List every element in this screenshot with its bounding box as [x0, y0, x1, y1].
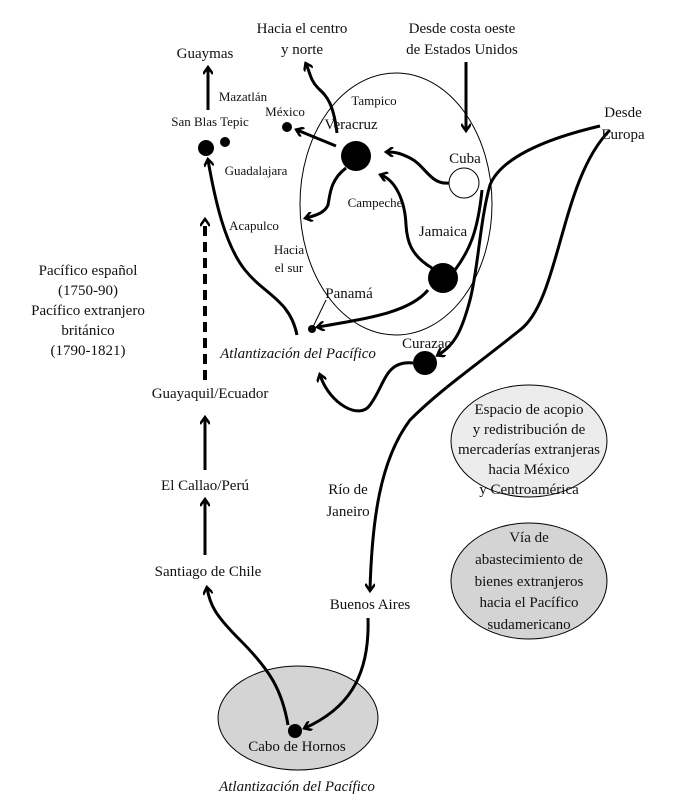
route-cuba-veracruz: [387, 152, 450, 185]
label-panama: Panamá: [325, 286, 373, 302]
label-pacifico-3: Pacífico extranjero: [31, 303, 145, 319]
label-rio-1: Río de: [328, 482, 368, 498]
route-veracruz-campeche: [306, 166, 347, 218]
route-europa-curazao: [438, 124, 601, 355]
route-jamaica-veracruz: [381, 175, 433, 270]
route-veracruz-norte: [306, 64, 339, 134]
label-pacifico-5: (1790-1821): [51, 343, 126, 359]
route-curazao-atlantizacion: [320, 361, 414, 413]
label-hacia-sur-2: el sur: [275, 260, 304, 275]
route-buenos-aires-cabo: [305, 617, 370, 728]
label-mazatlan: Mazatlán: [219, 89, 268, 104]
label-mexico: México: [265, 104, 305, 119]
cuba-circle: [448, 167, 480, 199]
label-campeche: Campeche: [348, 195, 403, 210]
label-callao: El Callao/Perú: [161, 478, 249, 494]
label-buenos-aires: Buenos Aires: [330, 597, 411, 613]
legend-via-4: hacia el Pacífico: [479, 595, 578, 611]
label-veracruz: Veracruz: [324, 117, 378, 133]
cabo-dot: [288, 724, 302, 738]
label-cabo: Cabo de Hornos: [248, 739, 346, 755]
label-rio-2: Janeiro: [326, 504, 369, 520]
label-jamaica: Jamaica: [419, 224, 468, 240]
label-hacia-centro-1: Hacia el centro: [257, 21, 348, 37]
route-veracruz-mexico: [297, 130, 337, 148]
label-pacifico-4: británico: [61, 323, 114, 339]
label-curazao: Curazao: [402, 336, 452, 352]
legend-via-3: bienes extranjeros: [475, 574, 584, 590]
label-san-blas-tepic: San Blas Tepic: [171, 114, 249, 129]
panama-leader-line: [311, 299, 327, 330]
cabo-hornos-ellipse: [217, 665, 379, 771]
route-atlantizacion-guadalajara: [208, 160, 299, 336]
legend-acopio-4: hacia México: [488, 462, 569, 478]
label-pacifico-1: Pacífico español: [39, 263, 138, 279]
legend-acopio-2: y redistribución de: [473, 422, 586, 438]
label-desde-europa-2: Europa: [601, 127, 645, 143]
jamaica-dot: [428, 263, 458, 293]
label-guadalajara: Guadalajara: [225, 163, 288, 178]
legend-via-1: Vía de: [509, 530, 549, 546]
label-desde-europa-1: Desde: [604, 105, 642, 121]
label-cuba: Cuba: [449, 151, 481, 167]
legend-acopio-1: Espacio de acopio: [474, 402, 583, 418]
label-desde-costa-1: Desde costa oeste: [409, 21, 516, 37]
route-jamaica-panama: [318, 289, 430, 327]
legend-via-2: abastecimiento de: [475, 552, 583, 568]
route-cabo-santiago: [207, 588, 290, 726]
label-hacia-centro-2: y norte: [281, 42, 323, 58]
label-atlantizacion-2: Atlantización del Pacífico: [218, 779, 375, 795]
label-santiago: Santiago de Chile: [155, 564, 262, 580]
label-acapulco: Acapulco: [229, 218, 279, 233]
curazao-dot: [413, 351, 437, 375]
label-guaymas: Guaymas: [177, 46, 234, 62]
caribbean-region-ellipse: [299, 72, 493, 336]
mexico-dot: [282, 122, 292, 132]
tepic-dot: [220, 137, 230, 147]
panama-dot: [308, 325, 316, 333]
san-blas-dot: [198, 140, 214, 156]
legend-via-5: sudamericano: [487, 617, 570, 633]
label-hacia-sur-1: Hacia: [274, 242, 305, 257]
label-guayaquil: Guayaquil/Ecuador: [152, 386, 269, 402]
label-atlantizacion-1: Atlantización del Pacífico: [219, 346, 376, 362]
label-pacifico-2: (1750-90): [58, 283, 118, 299]
legend-via-ellipse: [450, 522, 608, 640]
label-tampico: Tampico: [351, 93, 396, 108]
route-europa-buenos-aires: [370, 128, 612, 590]
route-jamaica-cuba-link: [453, 189, 484, 271]
legend-acopio-ellipse: [450, 384, 608, 498]
label-desde-costa-2: de Estados Unidos: [406, 42, 518, 58]
legend-acopio-3: mercaderías extranjeras: [458, 442, 600, 458]
legend-acopio-5: y Centroamérica: [479, 482, 579, 498]
veracruz-dot: [341, 141, 371, 171]
